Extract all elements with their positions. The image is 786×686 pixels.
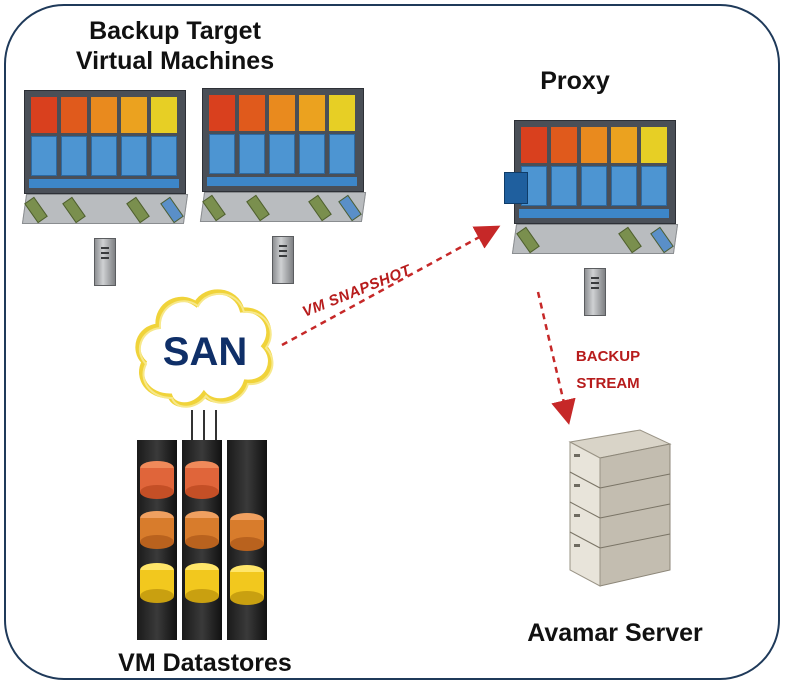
app-block [91, 97, 117, 133]
server-tower-icon [94, 238, 116, 286]
app-block [521, 127, 547, 163]
app-block [31, 97, 57, 133]
os-block [61, 136, 87, 176]
server-tower-icon [584, 268, 606, 316]
server-tower-icon [272, 236, 294, 284]
san-label: SAN [162, 330, 248, 374]
san-cloud-icon [135, 289, 274, 408]
os-block [611, 166, 637, 206]
avamar-server-label: Avamar Server [527, 619, 703, 647]
backup-target-line1: Backup Target [89, 17, 261, 45]
app-block [641, 127, 667, 163]
proxy-host [511, 120, 679, 260]
vm-host-2 [199, 88, 367, 228]
app-block [329, 95, 355, 131]
app-block [299, 95, 325, 131]
app-block [151, 97, 177, 133]
proxy-rack [514, 120, 676, 224]
disk-stack [230, 513, 264, 605]
os-block [581, 166, 607, 206]
virtualization-layer [519, 209, 669, 218]
backup-stream-line2: STREAM [576, 375, 640, 392]
app-block [269, 95, 295, 131]
app-block [551, 127, 577, 163]
os-block [551, 166, 577, 206]
app-block [239, 95, 265, 131]
vm-host-rack [24, 90, 186, 194]
vm-host-rack [202, 88, 364, 192]
vm-datastores-label: VM Datastores [118, 649, 292, 677]
vm-datastore-storage-icon [137, 440, 267, 640]
proxy-agent-icon [504, 172, 528, 204]
virtualization-layer [29, 179, 179, 188]
vm-host-1 [21, 90, 189, 230]
virtualization-layer [207, 177, 357, 186]
os-block [31, 136, 57, 176]
app-block [581, 127, 607, 163]
os-block [641, 166, 667, 206]
app-block [209, 95, 235, 131]
os-block [329, 134, 355, 174]
os-block [269, 134, 295, 174]
os-block [151, 136, 177, 176]
disk-stack [140, 461, 174, 603]
avamar-server-icon [568, 429, 672, 587]
backup-target-vms-label: Backup Target Virtual Machines [30, 16, 320, 76]
backup-stream-label: BACKUP STREAM [568, 343, 648, 397]
os-block [121, 136, 147, 176]
app-block [61, 97, 87, 133]
app-block [611, 127, 637, 163]
app-block [121, 97, 147, 133]
backup-stream-arrow [536, 291, 576, 425]
backup-stream-line1: BACKUP [575, 348, 641, 365]
os-block [299, 134, 325, 174]
os-block [91, 136, 117, 176]
os-block [209, 134, 235, 174]
snapshot-arrow [281, 225, 501, 347]
backup-target-line2: Virtual Machines [75, 47, 275, 75]
proxy-label: Proxy [540, 67, 610, 95]
os-block [239, 134, 265, 174]
disk-stack [185, 461, 219, 603]
